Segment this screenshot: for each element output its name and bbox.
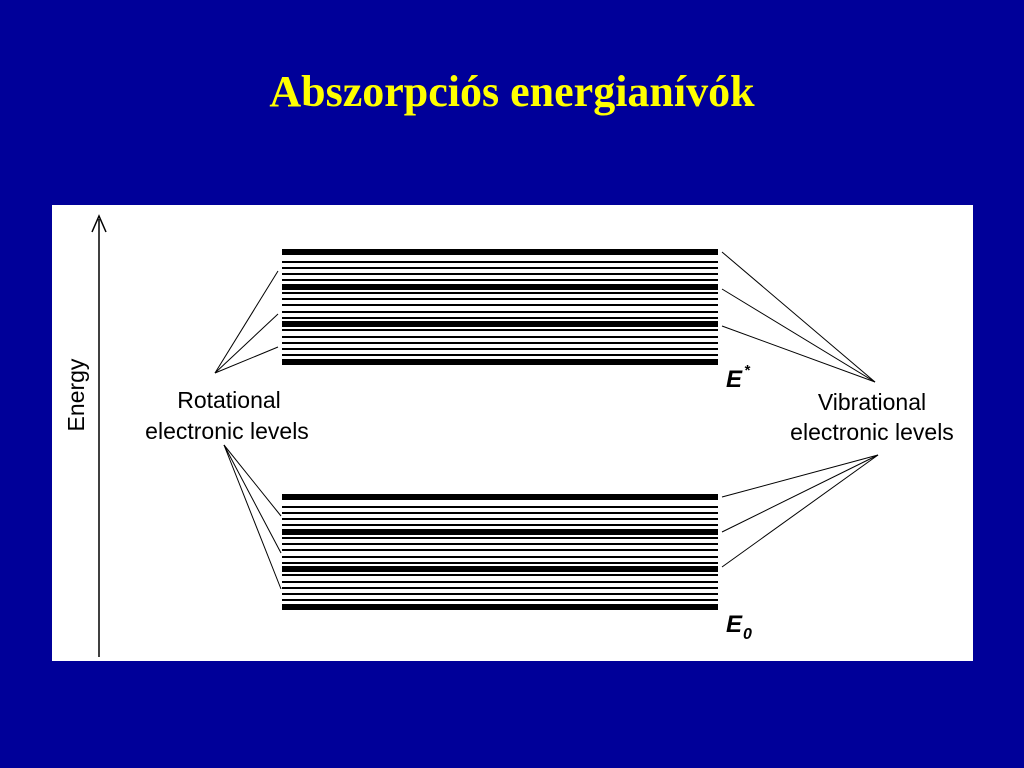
- energy-axis-label: Energy: [63, 358, 89, 431]
- excited-state-superscript: *: [744, 362, 751, 379]
- connector-lines: [214, 251, 879, 590]
- vibrational-connector-upper: [721, 325, 876, 383]
- excited-state-level-band: [282, 249, 718, 365]
- rotational-label-line1: Rotational: [177, 387, 281, 413]
- energy-level-diagram: Energy Rotational electronic levels Vibr…: [52, 205, 973, 661]
- rotational-connector-lower: [223, 444, 282, 590]
- vibrational-connector-upper: [721, 288, 876, 383]
- rotational-connector-upper: [214, 313, 279, 374]
- vibrational-connector-upper: [721, 251, 876, 383]
- vibrational-connector-lower: [721, 454, 879, 498]
- slide-title: Abszorpciós energianívók: [269, 67, 755, 116]
- vibrational-label-line1: Vibrational: [818, 389, 926, 415]
- ground-state-main: E: [726, 611, 743, 638]
- excited-state-main: E: [726, 366, 743, 393]
- vibrational-connector-lower: [721, 454, 879, 533]
- ground-state-level-band: [282, 494, 718, 610]
- rotational-connector-lower: [223, 444, 282, 554]
- vibrational-connector-lower: [721, 454, 879, 568]
- excited-state-label: E*: [726, 362, 751, 393]
- rotational-connector-upper: [214, 270, 279, 374]
- energy-level-svg: Energy Rotational electronic levels Vibr…: [63, 214, 954, 657]
- ground-state-label: E0: [726, 611, 752, 643]
- ground-state-subscript: 0: [743, 626, 752, 643]
- rotational-label-line2: electronic levels: [145, 418, 309, 444]
- rotational-connector-lower: [223, 444, 282, 517]
- vibrational-label-line2: electronic levels: [790, 419, 954, 445]
- energy-axis-arrowhead: [91, 214, 107, 233]
- rotational-connector-upper: [214, 346, 279, 374]
